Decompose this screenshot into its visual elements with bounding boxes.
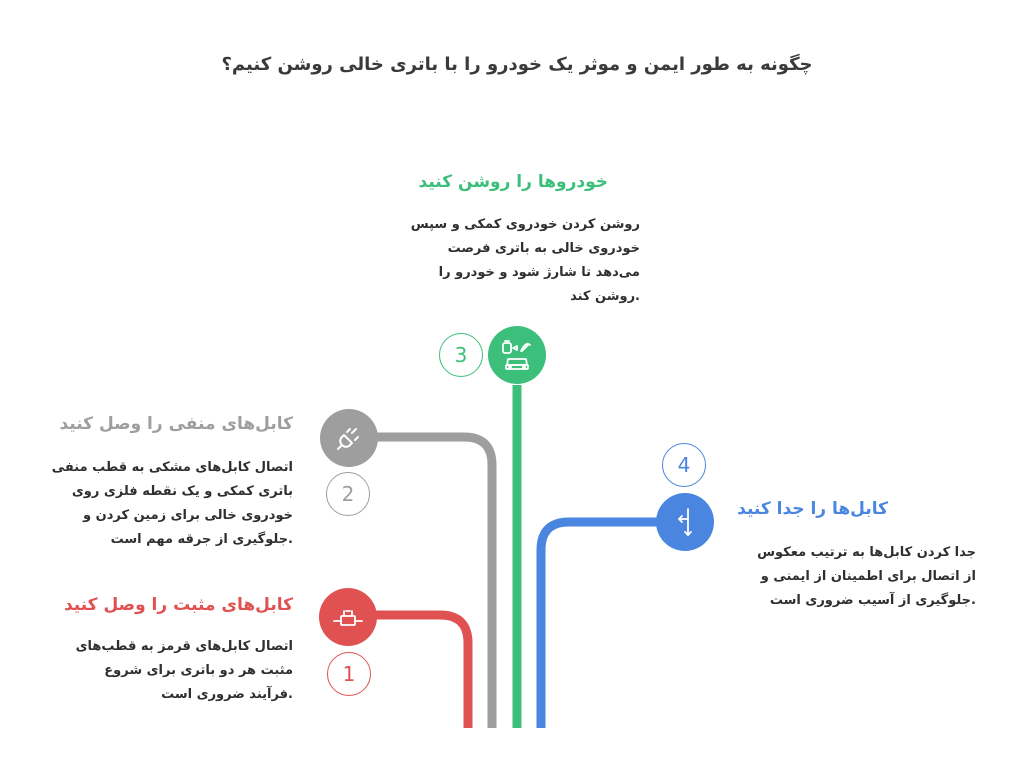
step-1-icon (319, 588, 377, 646)
line-step-2 (360, 432, 497, 728)
step-2-title: کابل‌های منفی را وصل کنید (59, 414, 293, 434)
step-2-number: 2 (326, 472, 370, 516)
step-4-desc: جدا کردن کابل‌ها به ترتیب معکوس از اتصال… (757, 541, 976, 613)
step-1-desc: اتصال کابل‌های قرمز به قطب‌های مثبت هر د… (76, 635, 293, 707)
step-4-desc-line: .جلوگیری از آسیب ضروری است (769, 593, 976, 608)
step-1-title: کابل‌های مثبت را وصل کنید (63, 595, 293, 615)
step-4-number: 4 (662, 443, 706, 487)
line-step-1 (360, 610, 473, 728)
step-2-desc: اتصال کابل‌های مشکی به قطب منفی باتری کم… (52, 456, 293, 552)
step-4-desc-line: جدا کردن کابل‌ها به ترتیب معکوس (757, 545, 976, 560)
step-3-desc-line: روشن کردن خودروی کمکی و سپس (410, 217, 640, 232)
step-1-desc-line: .فرآیند ضروری است (161, 687, 293, 702)
step-2-desc-line: باتری کمکی و یک نقطه فلزی روی (71, 484, 293, 499)
step-3-desc-line: خودروی خالی به باتری فرصت (447, 241, 640, 256)
cable-connector-icon (333, 610, 363, 626)
step-3-title: خودروها را روشن کنید (418, 172, 608, 192)
split-arrows-icon (678, 508, 692, 536)
step-3-icon (488, 326, 546, 384)
step-2-icon (320, 409, 378, 467)
step-4-title: کابل‌ها را جدا کنید (737, 499, 888, 519)
step-4-icon (656, 493, 714, 551)
step-3-desc-line: می‌دهد تا شارژ شود و خودرو را (438, 265, 640, 280)
step-3-desc-line: .روشن کند (570, 289, 640, 304)
step-3-desc: روشن کردن خودروی کمکی و سپس خودروی خالی … (411, 213, 640, 309)
line-step-4 (536, 517, 660, 728)
step-3-number: 3 (439, 333, 483, 377)
step-4-desc-line: از اتصال برای اطمینان از ایمنی و (760, 569, 976, 584)
step-1-number: 1 (327, 652, 371, 696)
page-title: چگونه به طور ایمن و موثر یک خودرو را با … (221, 54, 813, 75)
plug-icon (337, 428, 359, 450)
car-charging-icon (502, 340, 531, 370)
step-2-desc-line: اتصال کابل‌های مشکی به قطب منفی (51, 460, 293, 475)
step-1-desc-line: مثبت هر دو باتری برای شروع (104, 663, 293, 678)
step-1-desc-line: اتصال کابل‌های قرمز به قطب‌های (75, 639, 293, 654)
step-2-desc-line: .جلوگیری از جرقه مهم است (110, 532, 293, 547)
step-2-desc-line: خودروی خالی برای زمین کردن و (83, 508, 293, 523)
